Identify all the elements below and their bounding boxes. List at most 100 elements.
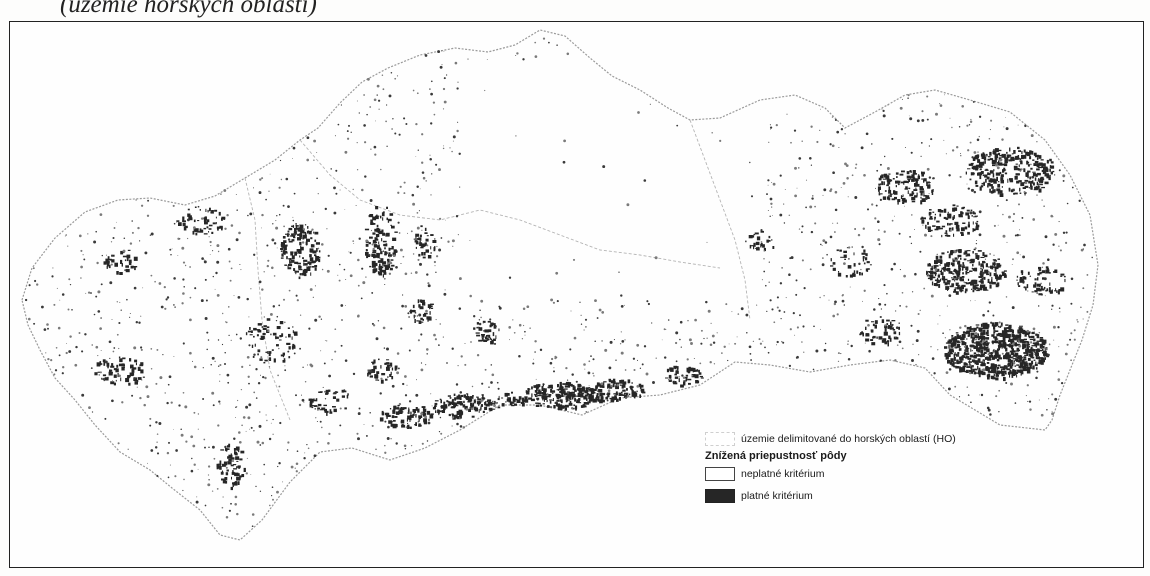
scattered-patch	[449, 396, 452, 399]
valid-criterion-patch	[951, 278, 955, 281]
valid-criterion-patch	[381, 266, 384, 269]
scattered-patch	[861, 245, 864, 249]
valid-criterion-patch	[384, 251, 387, 254]
valid-criterion-patch	[867, 268, 870, 270]
valid-criterion-patch	[923, 178, 927, 182]
scattered-patch	[261, 177, 264, 180]
valid-criterion-patch	[983, 351, 987, 354]
scattered-patch	[345, 279, 347, 281]
scattered-patch	[814, 222, 817, 225]
scattered-patch	[602, 165, 606, 169]
scattered-patch	[775, 123, 778, 127]
valid-criterion-patch	[1041, 169, 1045, 172]
valid-criterion-patch	[546, 396, 551, 398]
scattered-patch	[388, 261, 392, 265]
scattered-patch	[875, 204, 878, 207]
valid-criterion-patch	[415, 246, 417, 249]
valid-criterion-patch	[960, 285, 964, 289]
scattered-patch	[588, 360, 591, 363]
valid-criterion-patch	[492, 332, 495, 337]
valid-criterion-patch	[234, 481, 238, 485]
scattered-patch	[415, 393, 419, 397]
scattered-patch	[260, 356, 263, 359]
scattered-patch	[416, 226, 420, 230]
valid-criterion-patch	[997, 354, 1001, 357]
valid-criterion-patch	[981, 363, 986, 367]
valid-criterion-patch	[975, 167, 979, 171]
scattered-patch	[961, 105, 964, 108]
valid-criterion-patch	[304, 263, 308, 266]
valid-criterion-patch	[979, 287, 983, 291]
valid-criterion-patch	[980, 185, 984, 188]
valid-criterion-patch	[1029, 363, 1032, 368]
scattered-patch	[397, 367, 400, 370]
valid-criterion-patch	[571, 391, 575, 394]
valid-criterion-patch	[1042, 277, 1045, 280]
scattered-patch	[197, 205, 200, 208]
valid-criterion-patch	[120, 250, 124, 255]
valid-criterion-patch	[993, 331, 995, 336]
scattered-patch	[313, 139, 317, 143]
valid-criterion-patch	[389, 408, 392, 410]
scattered-patch	[767, 351, 770, 354]
scattered-patch	[926, 167, 930, 171]
valid-criterion-patch	[178, 222, 182, 226]
valid-criterion-patch	[401, 424, 406, 428]
scattered-patch	[781, 340, 783, 343]
scattered-patch	[493, 404, 496, 408]
scattered-patch	[349, 274, 353, 278]
scattered-patch	[427, 421, 431, 425]
valid-criterion-patch	[889, 337, 892, 342]
valid-criterion-patch	[1022, 347, 1025, 350]
valid-criterion-patch	[990, 375, 995, 380]
scattered-patch	[498, 395, 500, 398]
scattered-patch	[239, 337, 242, 340]
scattered-patch	[131, 220, 133, 222]
valid-criterion-patch	[572, 386, 576, 391]
scattered-patch	[88, 406, 91, 409]
valid-criterion-patch	[422, 313, 427, 317]
valid-criterion-patch	[293, 331, 298, 335]
valid-criterion-patch	[391, 367, 394, 371]
scattered-patch	[829, 235, 833, 239]
scattered-patch	[1018, 344, 1022, 348]
scattered-patch	[344, 209, 346, 210]
valid-criterion-patch	[879, 316, 882, 318]
scattered-patch	[484, 89, 486, 92]
scattered-patch	[1051, 393, 1054, 396]
scattered-patch	[583, 363, 586, 366]
valid-criterion-patch	[325, 389, 330, 392]
valid-criterion-patch	[256, 329, 261, 331]
valid-criterion-patch	[375, 215, 379, 220]
valid-criterion-patch	[1000, 322, 1003, 326]
scattered-patch	[583, 329, 585, 331]
valid-criterion-patch	[673, 365, 678, 369]
valid-criterion-patch	[940, 259, 943, 263]
scattered-patch	[168, 441, 170, 444]
valid-criterion-patch	[1041, 285, 1043, 290]
valid-criterion-patch	[230, 486, 233, 491]
scattered-patch	[992, 314, 995, 317]
valid-criterion-patch	[1018, 359, 1022, 363]
valid-criterion-patch	[944, 353, 949, 357]
scattered-patch	[1012, 342, 1015, 345]
scattered-patch	[139, 396, 142, 400]
scattered-patch	[1057, 326, 1060, 329]
scattered-patch	[217, 424, 220, 427]
valid-criterion-patch	[966, 267, 969, 271]
valid-criterion-patch	[1045, 354, 1049, 357]
valid-criterion-patch	[221, 463, 226, 467]
scattered-patch	[314, 318, 318, 322]
valid-criterion-patch	[945, 353, 949, 355]
valid-criterion-patch	[1006, 151, 1008, 154]
valid-criterion-patch	[918, 174, 920, 179]
valid-criterion-patch	[588, 393, 592, 397]
valid-criterion-patch	[954, 352, 956, 356]
scattered-patch	[971, 329, 974, 332]
scattered-patch	[533, 358, 534, 360]
scattered-patch	[881, 108, 883, 110]
valid-criterion-patch	[106, 266, 108, 269]
scattered-patch	[522, 307, 526, 310]
scattered-patch	[1049, 344, 1051, 346]
scattered-patch	[363, 94, 365, 96]
